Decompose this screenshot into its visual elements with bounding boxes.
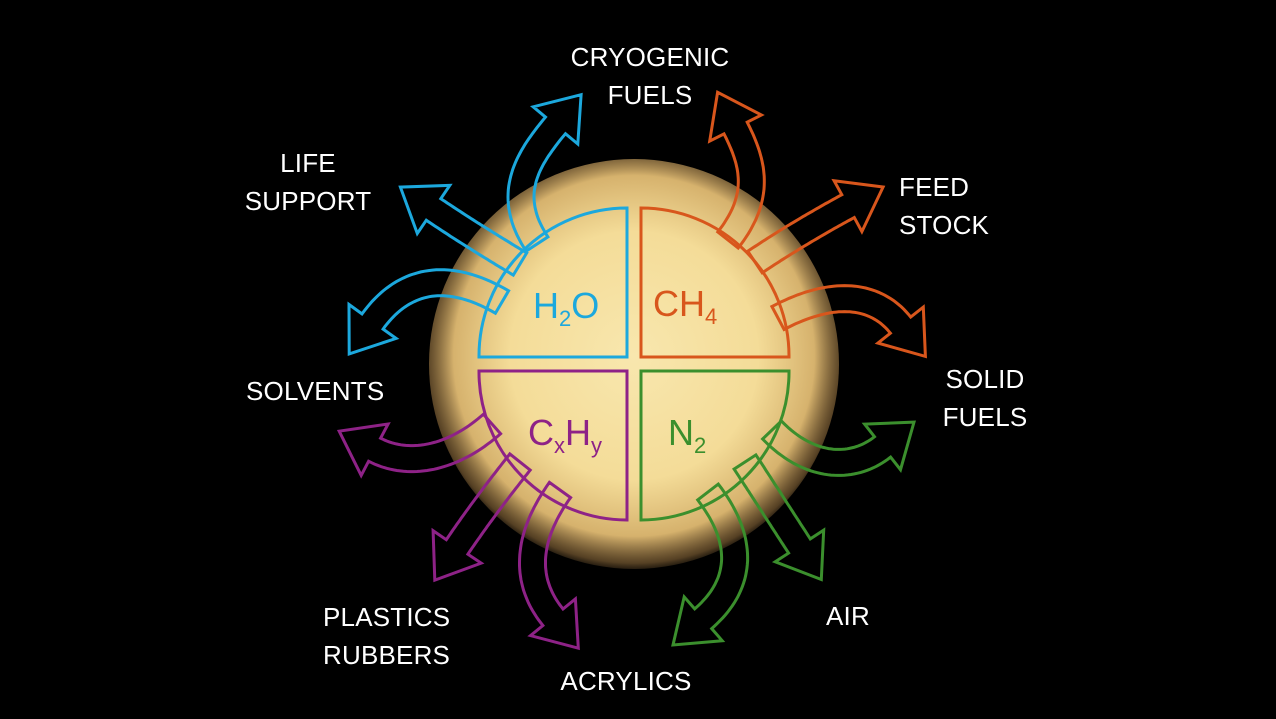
label-air: AIR — [826, 597, 906, 635]
quadrant-nitrogen-outline — [639, 369, 791, 522]
label-feed-stock-line1: FEED — [899, 172, 970, 202]
arrow-nitrogen-to-solid-fuels — [760, 418, 917, 477]
water-formula-tail: O — [571, 285, 599, 326]
hydrocarbon-formula-h: H — [565, 412, 591, 453]
label-life-support-line2: SUPPORT — [244, 186, 372, 216]
label-solid-fuels: SOLID FUELS — [925, 360, 1045, 436]
nitrogen-formula-base: N — [668, 412, 694, 453]
hydrocarbon-formula-x: x — [554, 433, 565, 458]
arrow-hydrocarbons-to-plastics-rubbers — [431, 451, 533, 583]
label-feed-stock-line2: STOCK — [899, 210, 990, 240]
arrow-water-to-cryogenic-fuels — [506, 92, 583, 254]
arrow-methane-to-feed-stock — [745, 178, 886, 275]
arrow-nitrogen-to-air — [732, 452, 826, 582]
quadrant-water-outline — [477, 206, 629, 359]
water-formula-base: H — [533, 285, 559, 326]
hydrocarbon-formula-c: C — [528, 412, 554, 453]
arrow-nitrogen-to-acrylics — [671, 481, 750, 647]
label-plastics-rubbers-line1: PLASTICS — [323, 602, 451, 632]
arrow-water-to-life-support — [398, 183, 529, 278]
globe — [429, 159, 839, 569]
label-cryogenic-fuels-line2: FUELS — [607, 80, 693, 110]
methane-formula-base: CH — [653, 283, 705, 324]
label-solvents: SOLVENTS — [246, 372, 416, 410]
water-formula-sub: 2 — [559, 306, 571, 331]
methane-formula: CH4 — [653, 283, 717, 329]
label-solid-fuels-line2: FUELS — [942, 402, 1028, 432]
label-cryogenic-fuels-line1: CRYOGENIC — [570, 42, 730, 72]
arrow-hydrocarbons-to-acrylics — [518, 480, 580, 651]
arrow-methane-to-solid-fuels — [769, 284, 927, 359]
arrow-group — [336, 90, 927, 651]
arrow-methane-to-cryogenic-fuels — [707, 90, 766, 251]
hydrocarbon-formula: CxHy — [528, 412, 602, 458]
label-cryogenic-fuels: CRYOGENIC FUELS — [550, 38, 750, 114]
arrow-hydrocarbons-to-solvents — [336, 412, 503, 479]
water-formula: H2O — [533, 285, 599, 331]
label-acrylics-line1: ACRYLICS — [560, 666, 692, 696]
label-plastics-rubbers-line2: RUBBERS — [323, 640, 451, 670]
label-acrylics: ACRYLICS — [526, 662, 726, 700]
label-solvents-line1: SOLVENTS — [246, 376, 385, 406]
label-solid-fuels-line1: SOLID — [945, 364, 1025, 394]
nitrogen-formula-sub: 2 — [694, 433, 706, 458]
nitrogen-formula: N2 — [668, 412, 706, 458]
methane-formula-sub: 4 — [705, 304, 717, 329]
label-life-support-line1: LIFE — [280, 148, 336, 178]
hydrocarbon-formula-y: y — [591, 433, 602, 458]
arrow-water-to-solvents — [347, 268, 511, 356]
label-air-line1: AIR — [826, 601, 870, 631]
label-life-support: LIFE SUPPORT — [228, 144, 388, 220]
quadrant-hydrocarbons-outline — [477, 369, 629, 522]
label-plastics-rubbers: PLASTICS RUBBERS — [323, 598, 493, 674]
label-feed-stock: FEED STOCK — [899, 168, 1039, 244]
